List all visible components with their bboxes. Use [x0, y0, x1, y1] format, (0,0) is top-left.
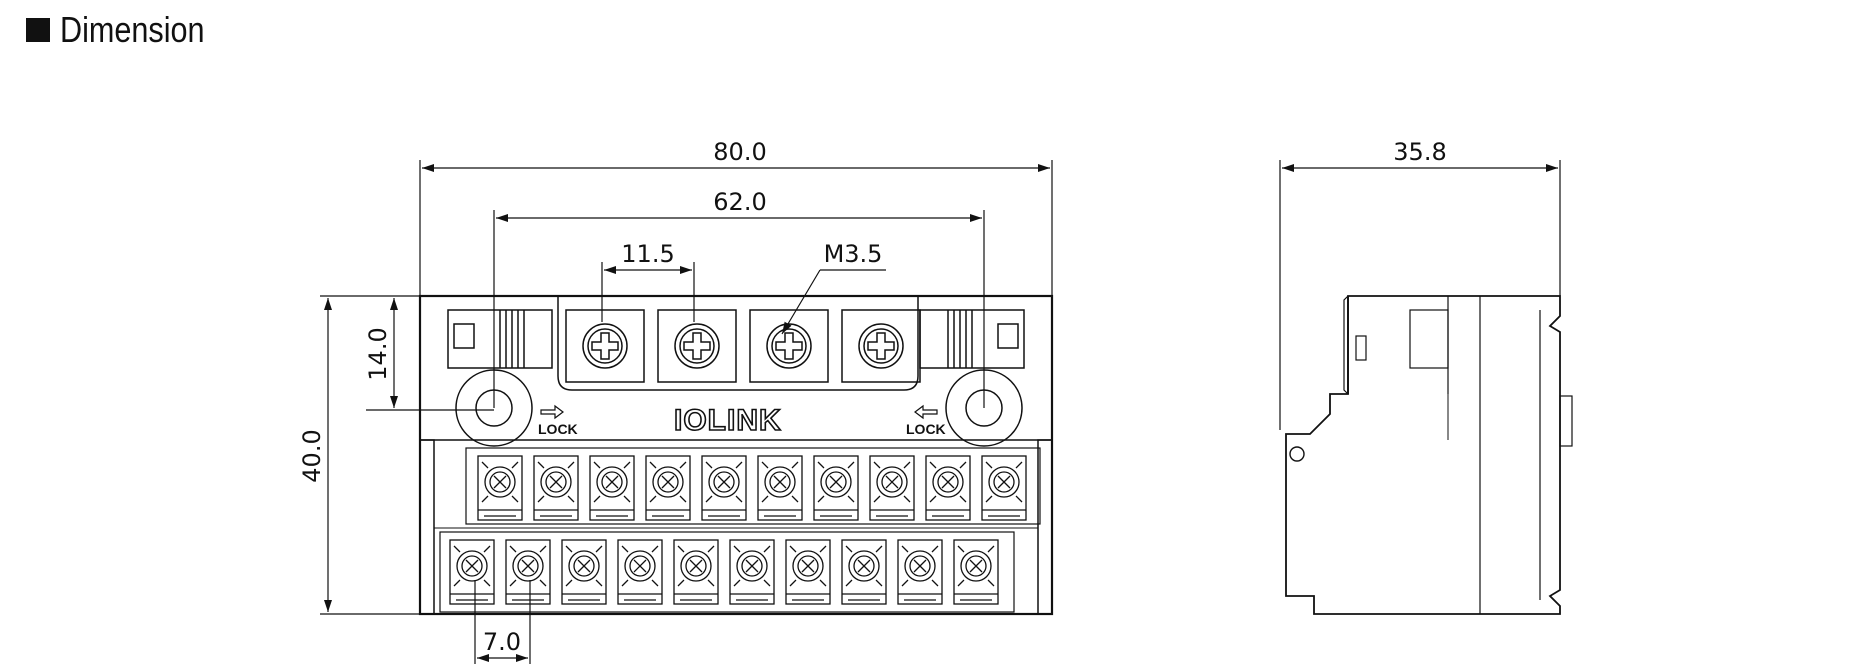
- front-left-rail: [419, 439, 435, 615]
- page-header: Dimension: [26, 6, 230, 54]
- power-screws: [582, 323, 904, 369]
- dim-screw-size: M3.5: [824, 240, 883, 268]
- terminal-screw-icon: [785, 539, 831, 605]
- side-hole: [1289, 446, 1305, 462]
- lock-label-right: LOCK: [906, 421, 946, 437]
- terminal-screw-icon: [701, 455, 747, 521]
- dim-total-width: 80.0: [713, 138, 766, 166]
- power-terminal-block: [557, 296, 921, 391]
- terminal-screw-icon: [757, 455, 803, 521]
- terminal-screw-icon: [449, 539, 495, 605]
- dim-depth: 35.8: [1393, 138, 1446, 166]
- dim-mount-pitch: 62.0: [713, 188, 766, 216]
- dim-terminal-pitch: 7.0: [483, 628, 521, 656]
- front-view: [418, 294, 1054, 616]
- terminal-screw-icon: [953, 539, 999, 605]
- screw-icon: [858, 323, 904, 369]
- terminal-screw-icon: [645, 455, 691, 521]
- terminal-screw-icon: [477, 455, 523, 521]
- side-body-outline: [1285, 295, 1561, 615]
- lower-terminal-strip: [439, 531, 1015, 613]
- iolink-logo-text: IOLINK: [674, 404, 782, 437]
- screw-icon: [674, 323, 720, 369]
- lock-arrow-left-icon: [914, 404, 938, 420]
- terminal-screw-icon: [589, 455, 635, 521]
- lock-label-left: LOCK: [538, 421, 578, 437]
- lock-arrow-right-icon: [540, 404, 564, 420]
- left-lock-slide: [447, 309, 553, 369]
- bullet-square-icon: [26, 18, 50, 42]
- screw-icon: [766, 323, 812, 369]
- screw-icon: [582, 323, 628, 369]
- upper-terminal-strip: [465, 447, 1041, 525]
- dim-total-height: 40.0: [298, 429, 326, 482]
- dim-top-height: 14.0: [364, 327, 392, 380]
- right-lock-slide: [919, 309, 1025, 369]
- terminal-screw-icon: [813, 455, 859, 521]
- dim-m35-leader: [781, 269, 821, 335]
- terminal-screw-icon: [925, 455, 971, 521]
- terminal-screw-icon: [673, 539, 719, 605]
- terminal-screw-icon: [869, 455, 915, 521]
- terminal-screw-icon: [505, 539, 551, 605]
- terminal-screws: [449, 455, 1027, 605]
- front-right-rail: [1037, 439, 1053, 615]
- dim-screw-pitch: 11.5: [621, 240, 674, 268]
- terminal-screw-icon: [897, 539, 943, 605]
- terminal-screw-icon: [561, 539, 607, 605]
- page-title: Dimension: [60, 9, 205, 50]
- terminal-screw-icon: [729, 539, 775, 605]
- side-view: [1285, 295, 1573, 615]
- terminal-screw-icon: [617, 539, 663, 605]
- terminal-screw-icon: [981, 455, 1027, 521]
- terminal-screw-icon: [841, 539, 887, 605]
- terminal-screw-icon: [533, 455, 579, 521]
